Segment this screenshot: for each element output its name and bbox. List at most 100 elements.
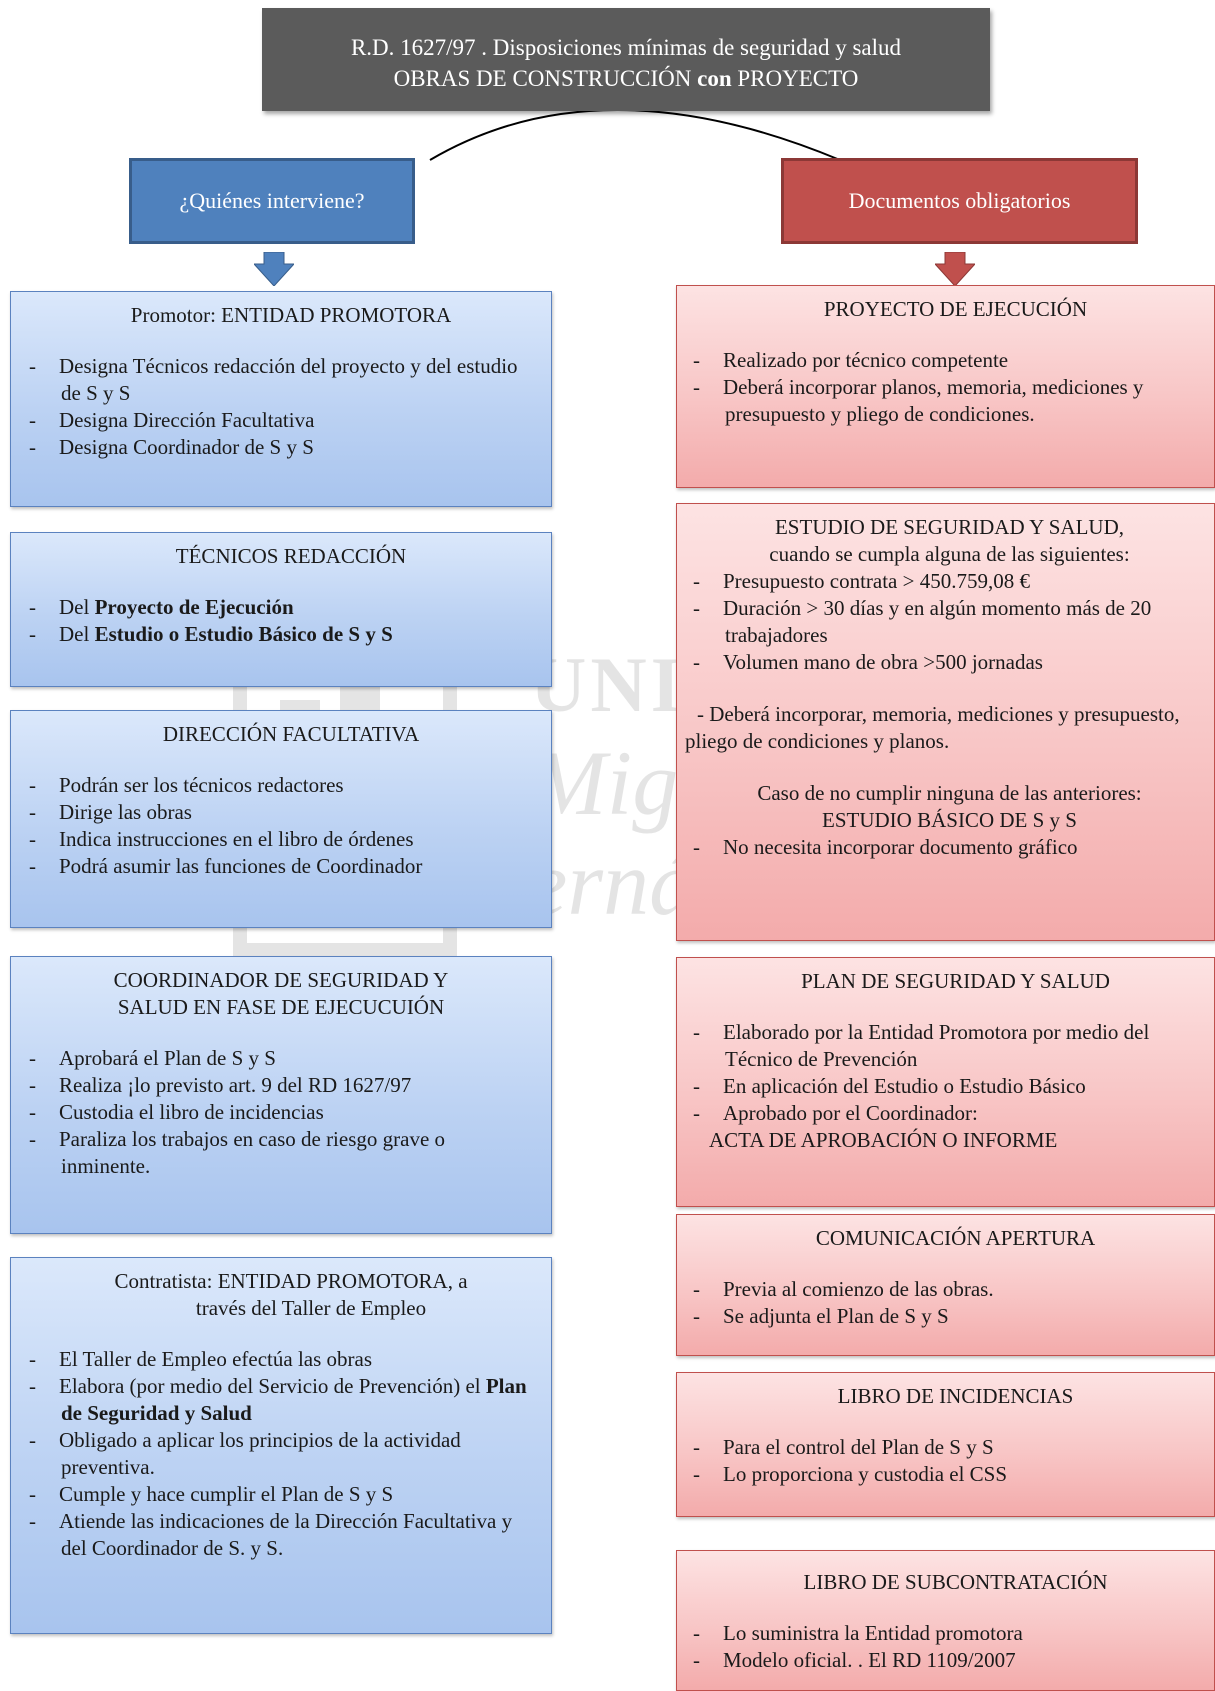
- direccion-item-3: Indica instrucciones en el libro de órde…: [59, 827, 414, 851]
- list-item: -Realiza ¡lo previsto art. 9 del RD 1627…: [29, 1073, 412, 1097]
- plan-item-1: Elaborado por la Entidad Promotora por m…: [723, 1020, 1150, 1071]
- estudio-paragraph: - Deberá incorporar, memoria, mediciones…: [685, 702, 1180, 753]
- contratista-item-1: El Taller de Empleo efectúa las obras: [59, 1347, 373, 1371]
- estudio-basico-title: ESTUDIO BÁSICO DE S y S: [822, 808, 1077, 832]
- estudio-caso: Caso de no cumplir ninguna de las anteri…: [757, 781, 1142, 805]
- contratista-item-5: Atiende las indicaciones de la Dirección…: [59, 1509, 513, 1560]
- plan-acta: ACTA DE APROBACIÓN O INFORME: [709, 1128, 1058, 1152]
- subcontratacion-title: LIBRO DE SUBCONTRATACIÓN: [803, 1570, 1108, 1594]
- direccion-item-2: Dirige las obras: [59, 800, 192, 824]
- tecnicos-item-2-bold: Estudio o Estudio Básico de S y S: [94, 622, 393, 646]
- list-item: -Modelo oficial. . El RD 1109/2007: [693, 1648, 1016, 1672]
- promotor-item-1: Designa Técnicos redacción del proyecto …: [59, 354, 518, 405]
- coordinador-item-2: Realiza ¡lo previsto art. 9 del RD 1627/…: [59, 1073, 412, 1097]
- comunicacion-item-2: Se adjunta el Plan de S y S: [723, 1304, 949, 1328]
- contratista-title-1: Contratista: ENTIDAD PROMOTORA, a: [114, 1269, 468, 1293]
- incidencias-item-1: Para el control del Plan de S y S: [723, 1435, 994, 1459]
- proyecto-title: PROYECTO DE EJECUCIÓN: [823, 297, 1088, 321]
- comunicacion-box: COMUNICACIÓN APERTURA -Previa al comienz…: [676, 1214, 1215, 1356]
- coordinador-title-2: SALUD EN FASE DE EJECUCUIÓN: [117, 995, 445, 1019]
- plan-item-3: Aprobado por el Coordinador:: [723, 1101, 978, 1125]
- list-item: -Atiende las indicaciones de la Direcció…: [29, 1509, 513, 1560]
- estudio-box: ESTUDIO DE SEGURIDAD Y SALUD, cuando se …: [676, 503, 1215, 941]
- coordinador-item-3: Custodia el libro de incidencias: [59, 1100, 324, 1124]
- contratista-item-3: Obligado a aplicar los principios de la …: [59, 1428, 461, 1479]
- list-item: -En aplicación del Estudio o Estudio Bás…: [693, 1074, 1086, 1098]
- contratista-item-2-prefix: Elabora (por medio del Servicio de Preve…: [59, 1374, 486, 1398]
- coordinador-item-1: Aprobará el Plan de S y S: [59, 1046, 276, 1070]
- title-line2-a: OBRAS DE CONSTRUCCIÓN: [393, 66, 698, 91]
- title-line2-bold: con: [697, 66, 732, 91]
- estudio-basico-item: No necesita incorporar documento gráfico: [723, 835, 1078, 859]
- contratista-item-4: Cumple y hace cumplir el Plan de S y S: [59, 1482, 394, 1506]
- who-intervenes-header: ¿Quiénes interviene?: [129, 158, 415, 244]
- list-item: -Aprobará el Plan de S y S: [29, 1046, 276, 1070]
- incidencias-item-2: Lo proporciona y custodia el CSS: [723, 1462, 1008, 1486]
- list-item: -Indica instrucciones en el libro de órd…: [29, 827, 414, 851]
- list-item: -Aprobado por el Coordinador:: [693, 1101, 978, 1125]
- promotor-box: Promotor: ENTIDAD PROMOTORA -Designa Téc…: [10, 291, 552, 507]
- list-item: -Para el control del Plan de S y S: [693, 1435, 994, 1459]
- tecnicos-item-2-prefix: Del: [59, 622, 95, 646]
- list-item: -Podrán ser los técnicos redactores: [29, 773, 344, 797]
- list-item: -Del Proyecto de Ejecución: [29, 595, 294, 619]
- subcontratacion-box: LIBRO DE SUBCONTRATACIÓN -Lo suministra …: [676, 1550, 1215, 1691]
- plan-title: PLAN DE SEGURIDAD Y SALUD: [801, 969, 1110, 993]
- list-item: -Realizado por técnico competente: [693, 348, 1009, 372]
- list-item: -Designa Coordinador de S y S: [29, 435, 314, 459]
- estudio-title-1: ESTUDIO DE SEGURIDAD Y SALUD,: [774, 515, 1124, 539]
- coordinador-title-1: COORDINADOR DE SEGURIDAD Y: [113, 968, 449, 992]
- list-item: -Custodia el libro de incidencias: [29, 1100, 324, 1124]
- list-item: -Cumple y hace cumplir el Plan de S y S: [29, 1482, 394, 1506]
- list-item: -Dirige las obras: [29, 800, 192, 824]
- tecnicos-box: TÉCNICOS REDACCIÓN -Del Proyecto de Ejec…: [10, 532, 552, 687]
- proyecto-item-2: Deberá incorporar planos, memoria, medic…: [723, 375, 1144, 426]
- coordinador-box: COORDINADOR DE SEGURIDAD Y SALUD EN FASE…: [10, 956, 552, 1234]
- comunicacion-title: COMUNICACIÓN APERTURA: [815, 1226, 1096, 1250]
- list-item: -El Taller de Empleo efectúa las obras: [29, 1347, 373, 1371]
- list-item: -Designa Dirección Facultativa: [29, 408, 315, 432]
- title-line1: R.D. 1627/97 . Disposiciones mínimas de …: [350, 35, 902, 60]
- list-item: -Se adjunta el Plan de S y S: [693, 1304, 949, 1328]
- subcontratacion-item-2: Modelo oficial. . El RD 1109/2007: [723, 1648, 1016, 1672]
- contratista-title-2: través del Taller de Empleo: [195, 1296, 427, 1320]
- estudio-item-1: Presupuesto contrata > 450.759,08 €: [723, 569, 1030, 593]
- coordinador-item-4: Paraliza los trabajos en caso de riesgo …: [59, 1127, 446, 1178]
- mandatory-documents-header: Documentos obligatorios: [781, 158, 1138, 244]
- direccion-box: DIRECCIÓN FACULTATIVA -Podrán ser los té…: [10, 710, 552, 928]
- incidencias-title: LIBRO DE INCIDENCIAS: [837, 1384, 1074, 1408]
- list-item: -Presupuesto contrata > 450.759,08 €: [693, 569, 1030, 593]
- plan-box: PLAN DE SEGURIDAD Y SALUD -Elaborado por…: [676, 957, 1215, 1207]
- plan-item-2: En aplicación del Estudio o Estudio Bási…: [723, 1074, 1086, 1098]
- down-arrow-icon: [254, 252, 294, 286]
- comunicacion-item-1: Previa al comienzo de las obras.: [723, 1277, 994, 1301]
- estudio-item-2: Duración > 30 días y en algún momento má…: [723, 596, 1152, 647]
- contratista-box: Contratista: ENTIDAD PROMOTORA, a través…: [10, 1257, 552, 1634]
- direccion-item-4: Podrá asumir las funciones de Coordinado…: [59, 854, 423, 878]
- list-item: -Volumen mano de obra >500 jornadas: [693, 650, 1043, 674]
- list-item: -Elaborado por la Entidad Promotora por …: [693, 1020, 1150, 1071]
- promotor-title: Promotor: ENTIDAD PROMOTORA: [130, 303, 452, 327]
- estudio-title-2: cuando se cumpla alguna de las siguiente…: [769, 542, 1130, 566]
- direccion-item-1: Podrán ser los técnicos redactores: [59, 773, 344, 797]
- incidencias-box: LIBRO DE INCIDENCIAS -Para el control de…: [676, 1372, 1215, 1517]
- list-item: -Obligado a aplicar los principios de la…: [29, 1428, 461, 1479]
- tecnicos-item-1-bold: Proyecto de Ejecución: [94, 595, 294, 619]
- promotor-item-3: Designa Coordinador de S y S: [59, 435, 314, 459]
- list-item: -Lo suministra la Entidad promotora: [693, 1621, 1023, 1645]
- subcontratacion-item-1: Lo suministra la Entidad promotora: [723, 1621, 1023, 1645]
- list-item: -Del Estudio o Estudio Básico de S y S: [29, 622, 393, 646]
- list-item: -Duración > 30 días y en algún momento m…: [693, 596, 1152, 647]
- tecnicos-item-1-prefix: Del: [59, 595, 95, 619]
- proyecto-item-1: Realizado por técnico competente: [723, 348, 1009, 372]
- list-item: -No necesita incorporar documento gráfic…: [693, 835, 1078, 859]
- list-item: -Paraliza los trabajos en caso de riesgo…: [29, 1127, 446, 1178]
- down-arrow-icon: [935, 252, 975, 286]
- proyecto-box: PROYECTO DE EJECUCIÓN -Realizado por téc…: [676, 285, 1215, 488]
- list-item: -Elabora (por medio del Servicio de Prev…: [29, 1374, 527, 1425]
- list-item: -Previa al comienzo de las obras.: [693, 1277, 994, 1301]
- direccion-title: DIRECCIÓN FACULTATIVA: [162, 722, 420, 746]
- list-item: -Designa Técnicos redacción del proyecto…: [29, 354, 518, 405]
- list-item: -Podrá asumir las funciones de Coordinad…: [29, 854, 423, 878]
- title-line2: OBRAS DE CONSTRUCCIÓN con PROYECTO: [262, 63, 990, 94]
